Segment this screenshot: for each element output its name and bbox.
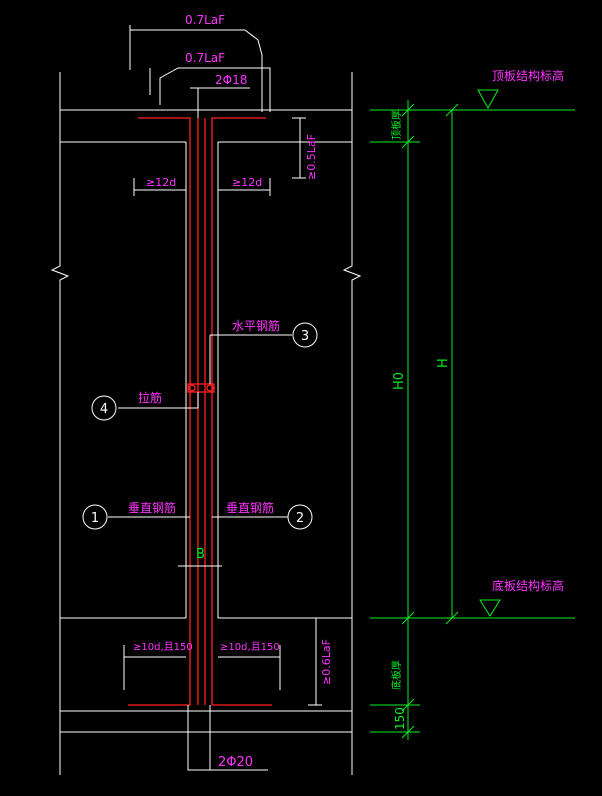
label-tie-bar: 拉筋 (138, 390, 162, 405)
label-bottom-slab-thickness: 底板厚 (390, 660, 403, 690)
dimension-group (123, 25, 322, 771)
label-dim-150: 150 (393, 707, 407, 730)
rebar-left (128, 117, 191, 706)
callout-2-number: 2 (296, 511, 304, 526)
label-top-slab-thickness: 顶板厚 (390, 110, 403, 140)
label-top-bars: 2Φ18 (215, 73, 247, 87)
label-top-left-12d: ≥12d (146, 176, 176, 189)
structure-outline (50, 72, 362, 775)
label-top-right-12d: ≥12d (232, 176, 262, 189)
label-top-anchor-depth: ≥0.5LaF (305, 134, 318, 180)
label-wall-width: B (196, 547, 205, 562)
label-bottom-anchor-depth: ≥0.6LaF (320, 639, 333, 685)
label-top-anchor-inner: 0.7LaF (185, 51, 225, 65)
callout-circles (82, 322, 318, 530)
callout-1-number: 1 (91, 511, 99, 526)
callout-3-number: 3 (301, 329, 309, 344)
label-top-elevation: 顶板结构标高 (492, 68, 564, 83)
label-clear-height: H0 (392, 372, 407, 390)
label-total-height: H (436, 358, 451, 368)
label-vertical-rebar-left: 垂直钢筋 (128, 500, 176, 515)
label-horizontal-rebar: 水平钢筋 (232, 318, 280, 333)
rebar-group (128, 117, 272, 706)
label-bottom-left-10d: ≥10d,且150 (133, 641, 193, 653)
label-bottom-bars: 2Φ20 (218, 755, 253, 770)
leader-group (108, 334, 292, 518)
label-bottom-elevation: 底板结构标高 (492, 578, 564, 593)
elevation-group (370, 89, 575, 740)
label-bottom-right-10d: ≥10d,且150 (220, 641, 280, 653)
callout-4-number: 4 (100, 402, 108, 417)
label-vertical-rebar-right: 垂直钢筋 (226, 500, 274, 515)
label-top-anchor-outer: 0.7LaF (185, 13, 225, 27)
rebar-right (211, 117, 272, 706)
